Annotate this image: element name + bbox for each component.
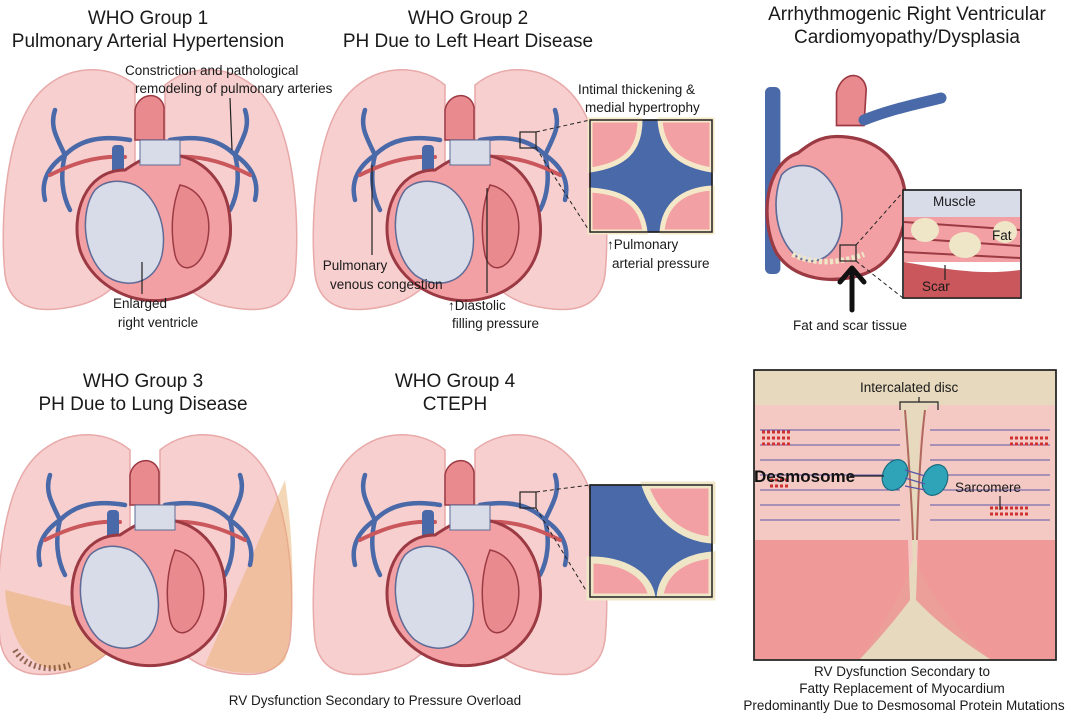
fatty-caption-line2: Fatty Replacement of Myocardium [799, 681, 1005, 696]
diastolic-label-line2: filling pressure [452, 316, 539, 331]
intercalated-disc-bracket [899, 397, 939, 410]
group1-lungs-illustration [2, 68, 298, 311]
arvc-title-line2: Cardiomyopathy/Dysplasia [794, 27, 1020, 48]
desmosome-label: Desmosome [754, 467, 855, 486]
fatty-caption-line1: RV Dysfunction Secondary to [814, 664, 990, 679]
enlarged-label-line1: Enlarged [113, 296, 167, 311]
group4-title-line1: WHO Group 4 [395, 371, 516, 392]
group4-zoom-lines [535, 484, 591, 598]
constriction-label-line1: Constriction and pathological [125, 63, 298, 78]
fatty-caption-line3: Predominantly Due to Desmosomal Protein … [743, 698, 1064, 713]
constriction-leader [229, 97, 233, 151]
scar-label: Scar [922, 279, 950, 294]
fat-label: Fat [992, 228, 1012, 243]
group2-title-line2: PH Due to Left Heart Disease [343, 31, 593, 52]
group1-title-line1: WHO Group 1 [88, 8, 208, 29]
muscle-label: Muscle [933, 194, 976, 209]
intercalated-disc-label: Intercalated disc [860, 380, 959, 395]
arvc-title-line1: Arrhythmogenic Right Ventricular [768, 4, 1046, 25]
intimal-label-line1: Intimal thickening & [578, 82, 695, 97]
arvc-zoom-lines [855, 191, 904, 299]
group4-lungs-illustration [312, 433, 608, 676]
cteph-thrombus-inset [586, 481, 716, 601]
intimal-label-line2: medial hypertrophy [585, 100, 700, 115]
desmosome-panel [753, 369, 1057, 661]
arvc-heart-illustration [765, 74, 947, 281]
group3-title-line2: PH Due to Lung Disease [38, 394, 247, 415]
group2-title-line1: WHO Group 2 [408, 8, 528, 29]
pressure-overload-caption: RV Dysfunction Secondary to Pressure Ove… [229, 693, 521, 708]
group4-zoom-box [519, 491, 537, 509]
fat-scar-arrow [837, 265, 867, 313]
enlarged-label-line2: right ventricle [118, 315, 198, 330]
intimal-thickening-inset [587, 117, 715, 235]
pulmonary-arterial-label-line2: arterial pressure [612, 256, 710, 271]
group3-lungs-illustration [0, 433, 293, 676]
constriction-label-line2: remodeling of pulmonary arteries [135, 81, 333, 96]
venous-label-line2: venous congestion [330, 277, 443, 292]
group3-title-line1: WHO Group 3 [83, 371, 203, 392]
group4-title-line2: CTEPH [423, 394, 487, 415]
venous-label-line1: Pulmonary [323, 258, 388, 273]
sarcomere-label: Sarcomere [955, 480, 1021, 495]
group1-title-line2: Pulmonary Arterial Hypertension [12, 31, 284, 52]
fat-scar-label: Fat and scar tissue [793, 318, 907, 333]
muscle-fat-scar-inset [902, 189, 1022, 299]
arvc-zoom-box [839, 244, 857, 262]
group2-zoom-lines [535, 119, 591, 233]
diastolic-label-line1: ↑Diastolic [448, 298, 506, 313]
group2-zoom-box [519, 131, 537, 149]
pulmonary-arterial-label-line1: ↑Pulmonary [607, 237, 679, 252]
